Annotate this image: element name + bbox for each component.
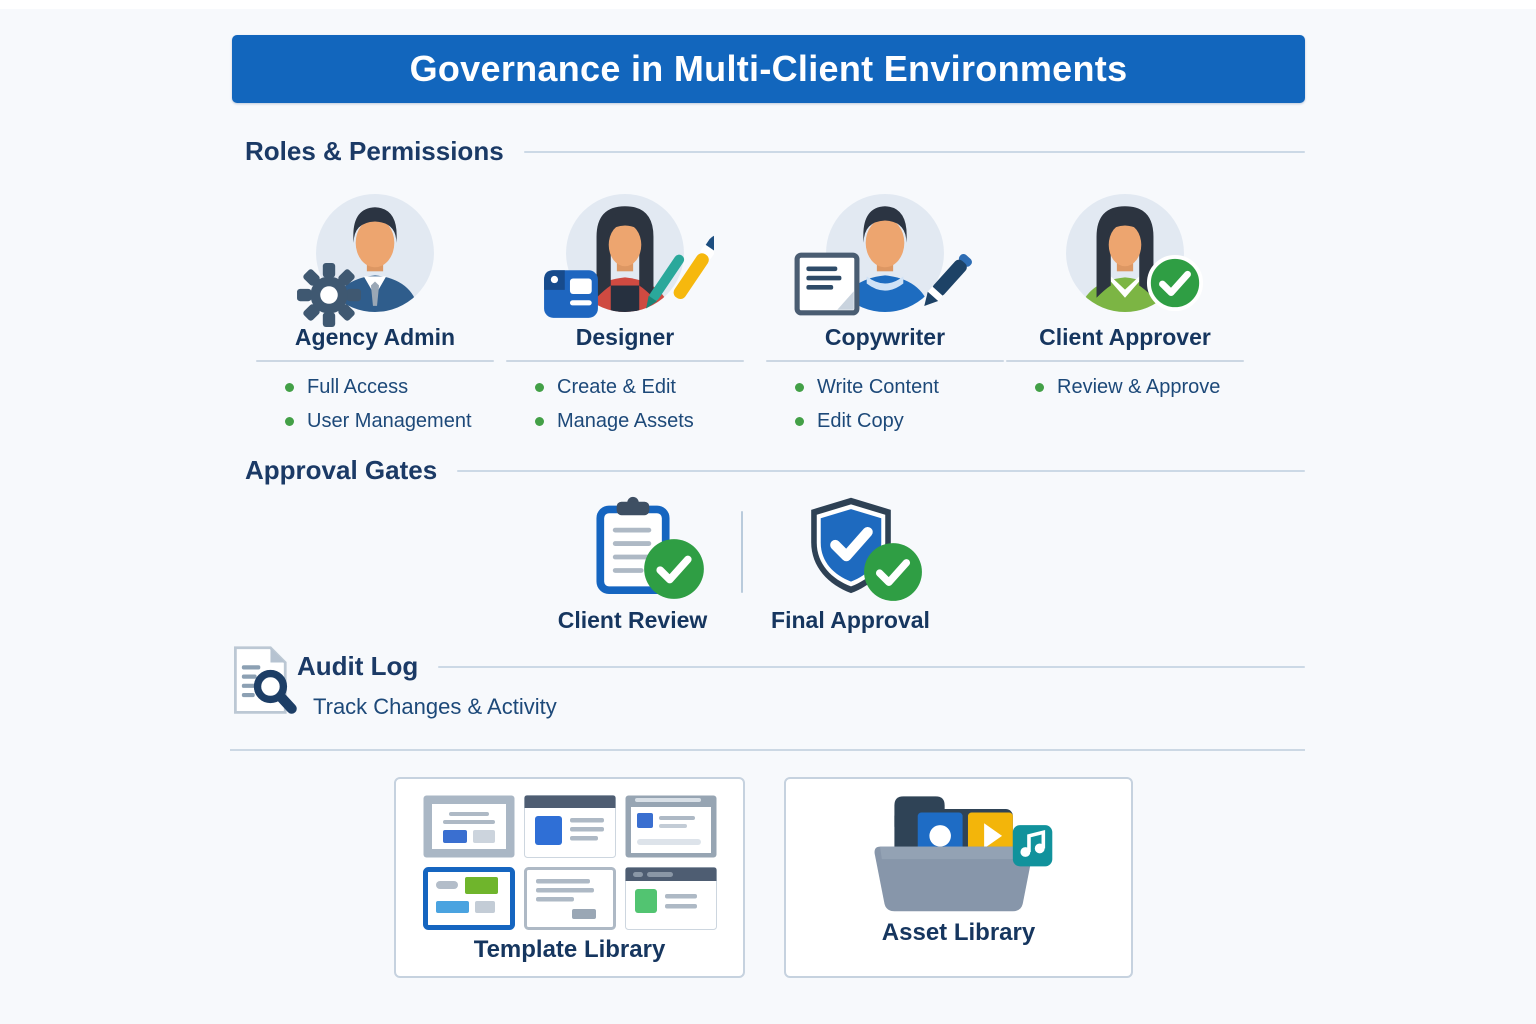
roles-section-heading: Roles & Permissions: [245, 136, 1305, 167]
check-circle-icon: [1146, 254, 1204, 312]
page-title: Governance in Multi-Client Environments: [409, 48, 1128, 89]
document-icon: [794, 252, 860, 316]
gear-icon: [297, 263, 361, 327]
role-bullet: Review & Approve: [1035, 370, 1250, 404]
bullet-dot-icon: [535, 382, 544, 392]
avatar: [794, 192, 972, 316]
pen-icon: [924, 253, 972, 307]
template-thumb-icon: [423, 795, 514, 858]
bullet-dot-icon: [535, 416, 544, 426]
template-thumb-icon: [523, 867, 616, 930]
role-card-designer: Designer Create & Edit Manage Assets: [500, 192, 750, 438]
role-card-copywriter: Copywriter Write Content Edit Copy: [760, 192, 1010, 438]
heading-rule: [457, 469, 1305, 472]
title-banner: Governance in Multi-Client Environments: [232, 35, 1305, 103]
roles-heading-text: Roles & Permissions: [245, 136, 504, 166]
heading-rule: [523, 150, 1305, 153]
bullet-dot-icon: [1035, 382, 1044, 392]
template-thumb-icon: [625, 795, 716, 858]
bullet-dot-icon: [795, 416, 804, 426]
media-folder-icon: [874, 796, 1052, 912]
avatar: [297, 192, 436, 327]
role-divider: [766, 360, 1004, 362]
role-bullet: Create & Edit: [535, 370, 750, 404]
brush-pencil-icon: [646, 235, 714, 309]
avatar: [1064, 192, 1204, 314]
check-circle-icon: [863, 543, 922, 601]
template-grid-icon: [422, 795, 717, 930]
role-divider: [506, 360, 744, 362]
role-title: Agency Admin: [294, 324, 456, 350]
role-bullet: Edit Copy: [795, 404, 1010, 438]
section-divider: [230, 749, 1305, 751]
audit-subtitle: Track Changes & Activity: [313, 694, 557, 719]
approval-heading-text: Approval Gates: [245, 455, 438, 485]
page-top-strip: [0, 0, 1536, 9]
gate-label: Final Approval: [771, 607, 930, 633]
role-title: Copywriter: [824, 324, 946, 350]
gate-final-approval: Final Approval: [751, 495, 951, 634]
asset-library-card: Asset Library: [784, 777, 1133, 978]
role-title: Client Approver: [1039, 324, 1211, 350]
audit-heading-text: Audit Log: [297, 651, 419, 681]
bullet-dot-icon: [795, 382, 804, 392]
role-card-client-approver: Client Approver Review & Approve: [1000, 192, 1250, 404]
audit-section-heading: Audit Log: [297, 651, 1305, 682]
bullet-dot-icon: [285, 416, 294, 426]
design-card-icon: [544, 270, 598, 318]
approval-gates-row: Client Review Final Approval: [205, 495, 1278, 634]
role-card-agency-admin: Agency Admin Full Access User Management: [250, 192, 500, 438]
document-magnifier-icon: [234, 646, 297, 714]
role-divider: [1006, 360, 1244, 362]
check-circle-icon: [643, 539, 704, 599]
template-library-label: Template Library: [473, 936, 666, 963]
heading-rule: [438, 665, 1305, 668]
template-library-card: Template Library: [394, 777, 745, 978]
gate-client-review: Client Review: [533, 495, 733, 634]
template-thumb-icon: [624, 867, 717, 930]
avatar: [544, 192, 714, 318]
role-bullet: Full Access: [285, 370, 500, 404]
role-divider: [256, 360, 494, 362]
asset-library-label: Asset Library: [881, 919, 1036, 946]
approval-section-heading: Approval Gates: [245, 455, 1305, 486]
role-bullet: User Management: [285, 404, 500, 438]
role-title: Designer: [575, 324, 675, 350]
role-bullet: Manage Assets: [535, 404, 750, 438]
role-bullet: Write Content: [795, 370, 1010, 404]
gate-label: Client Review: [557, 607, 708, 633]
template-thumb-icon-selected: [422, 867, 515, 930]
gate-divider: [740, 511, 743, 593]
bullet-dot-icon: [285, 382, 294, 392]
template-thumb-icon: [523, 795, 616, 858]
